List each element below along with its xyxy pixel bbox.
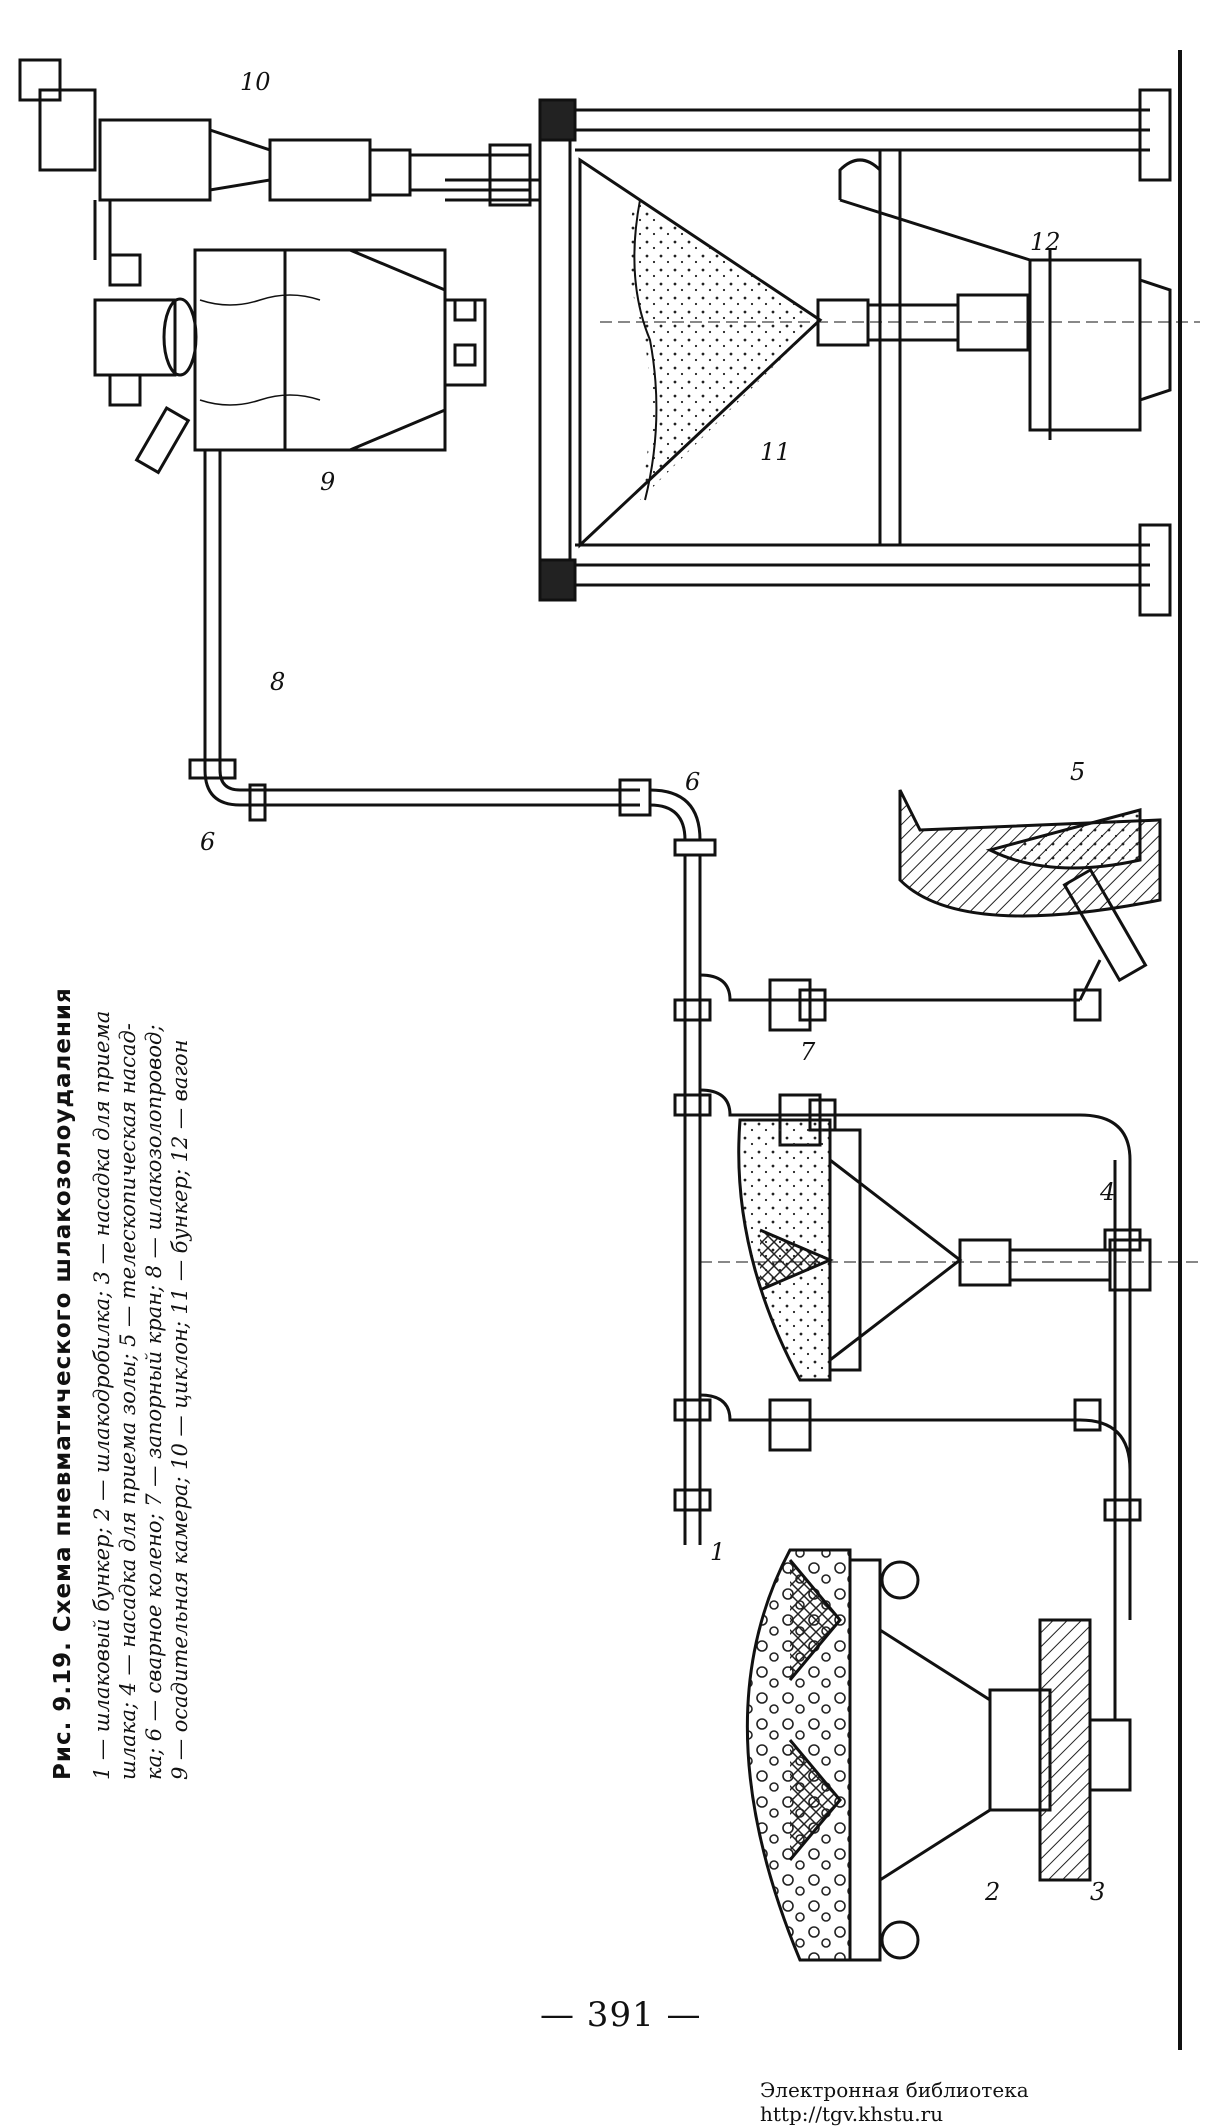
callout-3: 3 xyxy=(1090,1878,1105,1906)
callout-12: 12 xyxy=(1030,228,1061,256)
callout-1: 1 xyxy=(710,1538,725,1566)
callout-11: 11 xyxy=(760,438,791,466)
callout-4: 4 xyxy=(1099,1178,1115,1206)
callout-10: 10 xyxy=(240,68,271,96)
callout-9: 9 xyxy=(320,468,335,496)
callout-5: 5 xyxy=(1070,758,1085,786)
page-number: — 391 — xyxy=(540,1995,702,2035)
callout-6a: 6 xyxy=(200,828,215,856)
callout-6b: 6 xyxy=(685,768,700,796)
footer-library-credit: Электронная библиотека http://tgv.khstu.… xyxy=(760,2078,1029,2126)
callout-8: 8 xyxy=(270,668,285,696)
callout-2: 2 xyxy=(984,1878,1000,1906)
callout-7: 7 xyxy=(800,1038,816,1066)
